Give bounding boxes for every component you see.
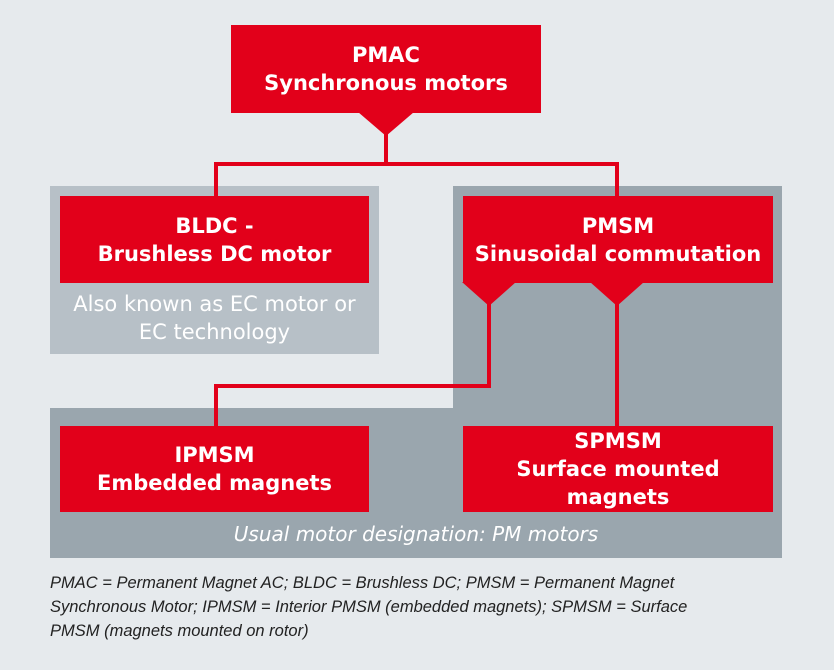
footnote: PMAC = Permanent Magnet AC; BLDC = Brush… — [50, 571, 820, 643]
pmsm-left-pointer — [462, 282, 516, 306]
pmsm-right-pointer — [590, 282, 644, 306]
bldc-note: Also known as EC motor or EC technology — [50, 290, 379, 346]
spmsm-subtitle-line1: Surface mounted — [516, 457, 720, 481]
ipmsm-subtitle: Embedded magnets — [97, 471, 332, 495]
pmac-box: PMAC Synchronous motors — [231, 25, 541, 113]
pmsm-title: PMSM — [581, 213, 655, 238]
footnote-line1: PMAC = Permanent Magnet AC; BLDC = Brush… — [50, 574, 675, 592]
pmsm-subtitle: Sinusoidal commutation — [474, 241, 762, 266]
ipmsm-box: IPMSM Embedded magnets — [60, 426, 369, 512]
bldc-title: BLDC - — [175, 213, 254, 238]
bldc-subtitle: Brushless DC motor — [97, 241, 332, 266]
pmac-pointer — [358, 112, 414, 136]
bldc-note-line1: Also known as EC motor or — [73, 292, 356, 316]
bldc-note-line2: EC technology — [138, 320, 291, 344]
spmsm-title: SPMSM — [574, 429, 662, 453]
pmsm-box: PMSM Sinusoidal commutation — [463, 196, 773, 283]
ipmsm-title: IPMSM — [174, 443, 255, 467]
pmac-subtitle: Synchronous motors — [264, 71, 508, 95]
pmac-title: PMAC — [352, 43, 420, 67]
footnote-line2: Synchronous Motor; IPMSM = Interior PMSM… — [50, 598, 688, 616]
usual-designation: Usual motor designation: PM motors — [233, 522, 599, 546]
spmsm-box: SPMSM Surface mounted magnets — [463, 426, 773, 512]
footnote-line3: PMSM (magnets mounted on rotor) — [50, 622, 309, 640]
spmsm-subtitle-line2: magnets — [566, 485, 670, 509]
bldc-box: BLDC - Brushless DC motor — [60, 196, 369, 283]
